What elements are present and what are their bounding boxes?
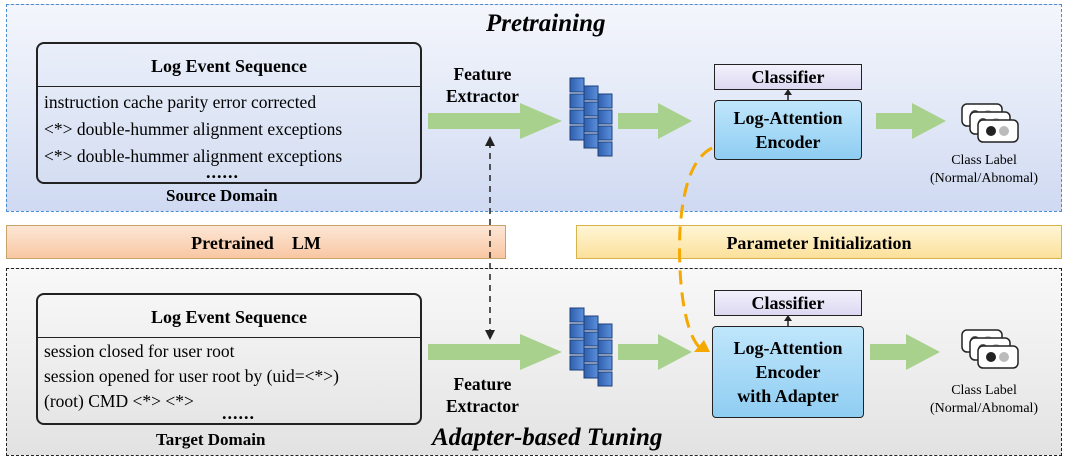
bottom-encoder-line-2: Encoder bbox=[755, 362, 821, 382]
top-feature-vectors-icon bbox=[569, 77, 613, 157]
target-log-header: Log Event Sequence bbox=[38, 295, 420, 338]
parameter-initialization-connector bbox=[678, 146, 713, 352]
pretrained-lm-band: Pretrained LM bbox=[6, 225, 506, 259]
bottom-feature-vectors-icon bbox=[569, 307, 613, 387]
bottom-arrow-encoder-to-label bbox=[870, 334, 940, 370]
target-domain-caption: Target Domain bbox=[156, 430, 266, 449]
top-class-label-icon bbox=[961, 103, 1019, 143]
target-log-box: Log Event Sequence session closed for us… bbox=[36, 293, 422, 425]
bottom-encoder-line-1: Log-Attention bbox=[733, 338, 843, 358]
top-encoder-line-2: Encoder bbox=[755, 132, 821, 152]
top-extractor-label: Extractor bbox=[446, 86, 519, 106]
target-log-line-1: session closed for user root bbox=[44, 341, 235, 361]
top-class-label-line-1: Class Label bbox=[951, 153, 1017, 168]
top-class-label-line-2: (Normal/Abnomal) bbox=[930, 171, 1039, 186]
top-arrow-encoder-to-label bbox=[876, 103, 946, 139]
bottom-class-label-icon bbox=[961, 329, 1019, 369]
bottom-arrow-log-to-extractor bbox=[428, 334, 562, 370]
target-log-line-3: (root) CMD <*> <*> bbox=[44, 391, 194, 411]
top-encoder-to-classifier-arrow bbox=[784, 89, 792, 100]
source-log-header: Log Event Sequence bbox=[38, 44, 420, 87]
target-log-line-2: session opened for user root by (uid=<*>… bbox=[44, 366, 339, 386]
top-feature-label: Feature bbox=[453, 64, 512, 84]
top-feature-extractor-label: Feature Extractor bbox=[446, 63, 519, 107]
bottom-class-label-line-1: Class Label bbox=[951, 383, 1017, 398]
bottom-class-label-line-2: (Normal/Abnomal) bbox=[930, 401, 1039, 416]
bottom-extractor-label: Extractor bbox=[446, 396, 519, 416]
bottom-feature-label: Feature bbox=[453, 374, 512, 394]
source-log-line-1: instruction cache parity error corrected bbox=[44, 92, 317, 112]
bottom-encoder-to-classifier-arrow bbox=[784, 315, 792, 326]
bottom-class-label: Class Label (Normal/Abnomal) bbox=[930, 382, 1038, 418]
top-arrow-features-to-encoder bbox=[618, 103, 692, 139]
top-arrow-log-to-extractor bbox=[428, 103, 562, 139]
top-encoder-line-1: Log-Attention bbox=[733, 108, 843, 128]
top-encoder-box: Log-Attention Encoder bbox=[714, 100, 862, 160]
bottom-arrow-features-to-encoder bbox=[618, 334, 692, 370]
parameter-initialization-band: Parameter Initialization bbox=[576, 225, 1062, 259]
source-log-box: Log Event Sequence instruction cache par… bbox=[36, 42, 422, 184]
adapter-tuning-title: Adapter-based Tuning bbox=[432, 424, 663, 451]
source-log-line-2: <*> double-hummer alignment exceptions bbox=[44, 119, 343, 139]
source-log-ellipsis: ...... bbox=[206, 162, 239, 182]
pretrained-lm-link-arrow bbox=[485, 136, 495, 340]
top-class-label: Class Label (Normal/Abnomal) bbox=[930, 152, 1038, 188]
top-classifier-box: Classifier bbox=[714, 64, 862, 90]
source-domain-caption: Source Domain bbox=[166, 186, 278, 205]
bottom-encoder-box: Log-Attention Encoder with Adapter bbox=[712, 326, 864, 418]
source-log-line-3: <*> double-hummer alignment exceptions bbox=[44, 146, 343, 166]
target-log-ellipsis: ...... bbox=[222, 403, 255, 423]
bottom-feature-extractor-label: Feature Extractor bbox=[446, 373, 519, 417]
bottom-classifier-box: Classifier bbox=[714, 290, 862, 316]
bottom-encoder-line-3: with Adapter bbox=[737, 386, 839, 406]
pretraining-title: Pretraining bbox=[486, 10, 606, 37]
